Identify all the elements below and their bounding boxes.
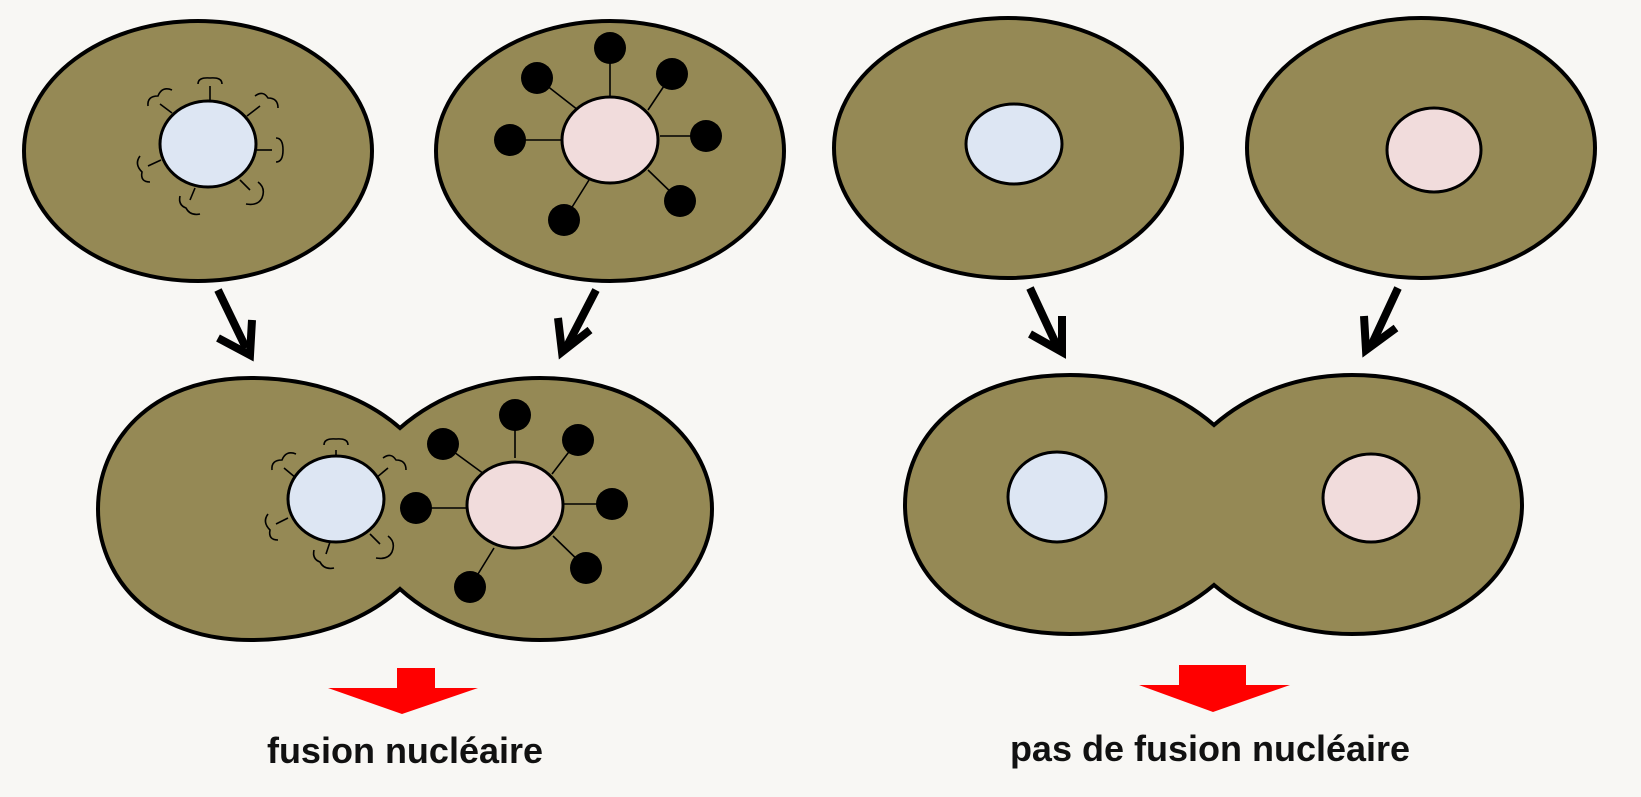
nucleus-blue — [964, 102, 1064, 186]
nucleus-blue — [1006, 450, 1108, 544]
fused-cell-left — [95, 375, 715, 643]
fork-receptors — [264, 438, 407, 570]
down-arrow-icon — [1026, 286, 1066, 359]
down-arrow-icon — [214, 288, 256, 362]
nucleus-pink — [560, 95, 660, 185]
caption-nuclear-fusion: fusion nucléaire — [266, 730, 544, 771]
top-cell-3 — [832, 16, 1184, 280]
cytoplasm — [902, 372, 1525, 637]
down-arrow-icon — [1360, 286, 1402, 358]
nucleus-blue — [158, 99, 258, 189]
top-cell-2 — [434, 19, 786, 283]
red-down-arrow-icon — [328, 668, 478, 714]
red-down-arrow-icon — [1139, 665, 1290, 712]
nucleus-pink — [1321, 452, 1421, 544]
fused-cell-right — [902, 372, 1525, 637]
fork-receptors — [136, 77, 284, 216]
down-arrow-icon — [554, 288, 600, 360]
top-cell-4 — [1245, 16, 1597, 280]
top-cell-1 — [22, 19, 374, 283]
nucleus-pink — [465, 460, 565, 550]
nucleus-blue — [286, 454, 386, 544]
caption-no-nuclear-fusion: pas de fusion nucléaire — [1009, 728, 1411, 769]
ball-heads — [494, 32, 722, 236]
ball-heads — [400, 399, 628, 603]
nucleus-pink — [1385, 106, 1483, 194]
